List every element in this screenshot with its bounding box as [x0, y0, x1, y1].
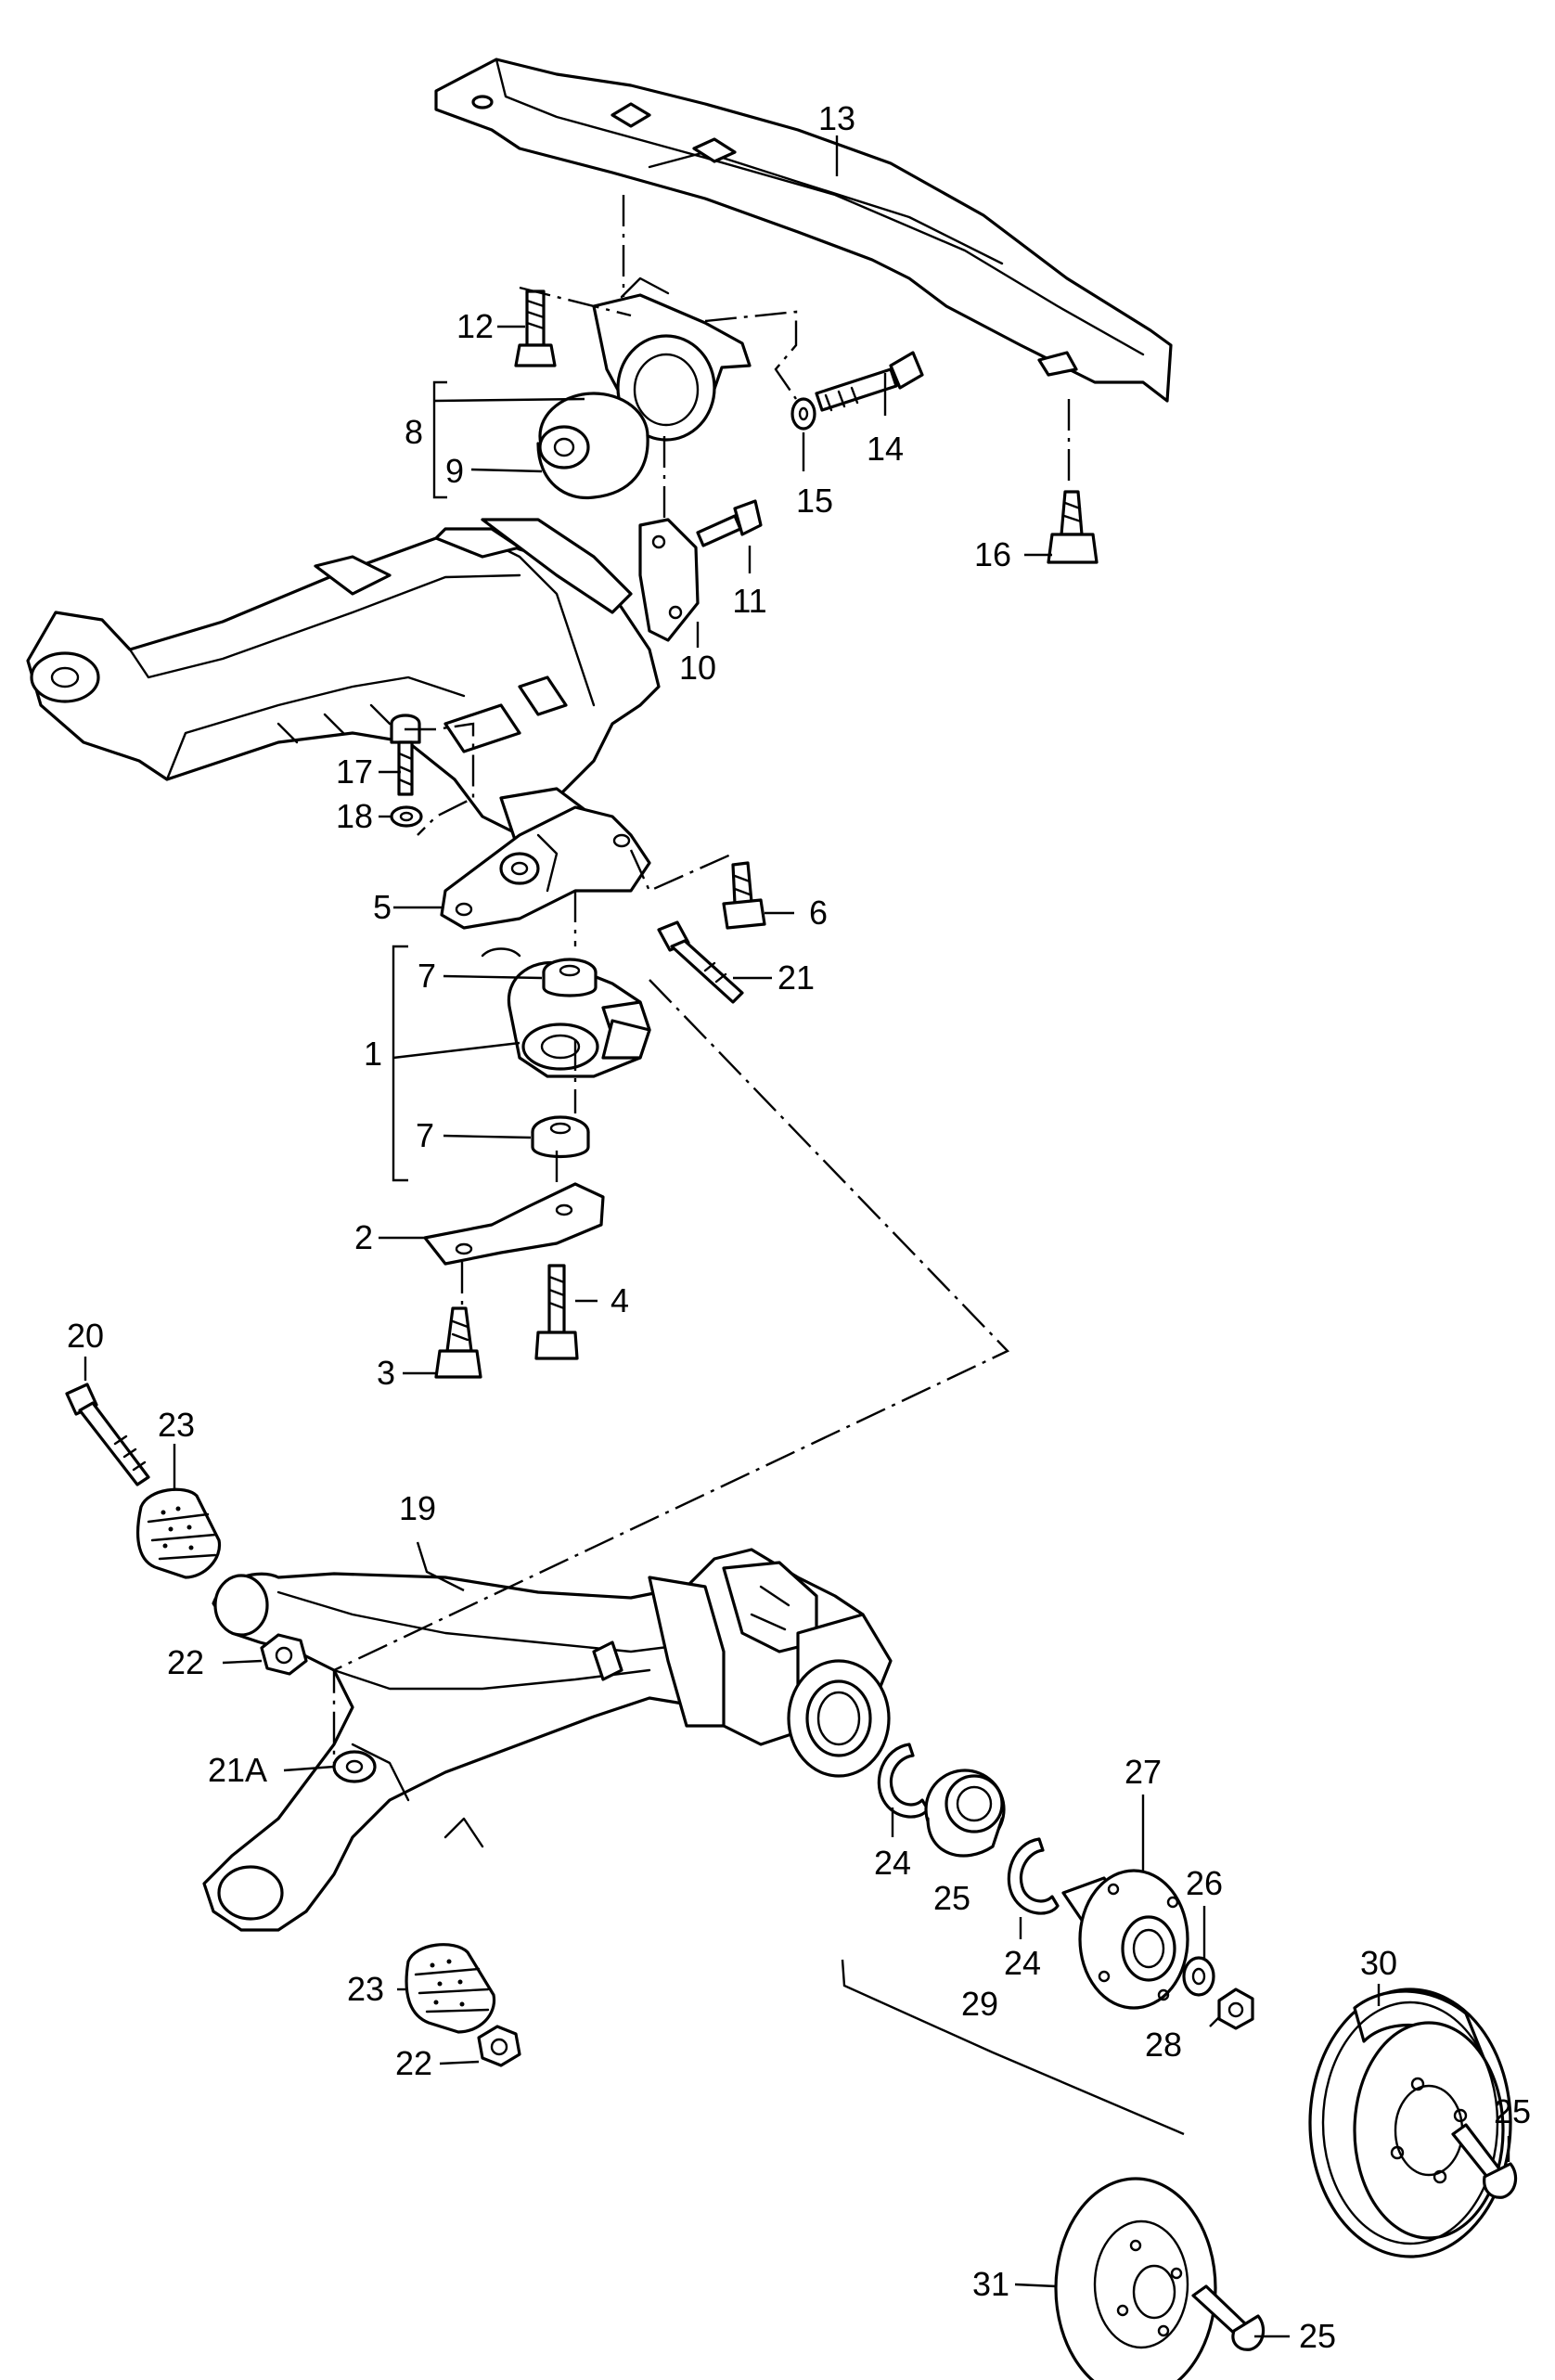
bolt-12 — [514, 289, 557, 367]
axle-beam-19 — [202, 1548, 893, 1932]
rubber-bushing-9 — [536, 392, 649, 500]
callout-26: 26 — [1185, 1864, 1224, 1902]
circlip-24-left — [877, 1743, 930, 1819]
callout-25-bearing: 25 — [932, 1879, 971, 1917]
bolt-17 — [390, 714, 421, 796]
callout-12: 12 — [456, 307, 495, 345]
callout-11: 11 — [732, 582, 767, 620]
callout-9: 9 — [444, 452, 465, 490]
nut-28 — [1217, 1988, 1254, 2030]
callout-24-left: 24 — [873, 1844, 912, 1882]
rubber-mount-7-upper — [542, 958, 598, 997]
callout-8: 8 — [404, 413, 424, 451]
callout-14: 14 — [866, 430, 905, 468]
rubber-bush-23-lower — [405, 1943, 496, 2034]
cross-member-13 — [434, 58, 1173, 403]
wheel-hub-27 — [1061, 1869, 1189, 2010]
callout-20: 20 — [66, 1317, 105, 1355]
callout-21: 21 — [777, 958, 816, 997]
bolt-11 — [696, 499, 763, 547]
callout-23-upper: 23 — [157, 1406, 196, 1444]
callout-17: 17 — [335, 753, 374, 791]
screw-25-disc — [1191, 2284, 1266, 2351]
callout-25-drum: 25 — [1493, 2092, 1532, 2130]
washer-26 — [1182, 1956, 1215, 1997]
callout-13: 13 — [817, 99, 856, 137]
callout-31: 31 — [971, 2265, 1010, 2303]
callout-28: 28 — [1144, 2026, 1183, 2064]
brake-drum-30 — [1308, 1988, 1512, 2258]
callout-7-lower: 7 — [415, 1116, 435, 1154]
nut-22-upper — [260, 1633, 308, 1676]
callout-18: 18 — [335, 797, 374, 835]
callout-22-upper: 22 — [166, 1643, 205, 1681]
subframe — [26, 518, 661, 893]
brake-disc-31 — [1054, 2177, 1217, 2380]
assembly-lines — [332, 195, 1071, 1763]
callout-1: 1 — [363, 1035, 383, 1073]
rubber-mount-7-lower — [531, 1115, 590, 1159]
callout-27: 27 — [1124, 1753, 1163, 1791]
screw-6 — [722, 861, 766, 930]
circlip-24-right — [1007, 1837, 1060, 1915]
callout-4: 4 — [610, 1281, 630, 1319]
callout-19: 19 — [398, 1489, 437, 1527]
screw-16 — [1047, 490, 1099, 564]
leader-lines — [84, 135, 1510, 2338]
callout-7-upper: 7 — [417, 957, 437, 995]
callout-16: 16 — [973, 535, 1012, 573]
bolt-21 — [657, 920, 744, 1004]
nut-22-lower — [477, 2025, 521, 2067]
washer-21a — [332, 1750, 377, 1783]
callout-6: 6 — [808, 894, 829, 932]
callout-21a: 21A — [207, 1751, 268, 1789]
bracket-10 — [638, 518, 700, 642]
callout-29: 29 — [960, 1985, 999, 2023]
mount-plate-5 — [440, 805, 651, 930]
callout-24-right: 24 — [1003, 1944, 1042, 1982]
bolt-20 — [65, 1383, 150, 1486]
callout-25-disc: 25 — [1298, 2317, 1337, 2355]
callout-15: 15 — [795, 482, 834, 520]
bolt-4 — [534, 1264, 579, 1360]
washer-15 — [790, 397, 816, 431]
callout-10: 10 — [678, 649, 717, 687]
rubber-bush-23-upper — [135, 1487, 222, 1579]
callout-23-lower: 23 — [346, 1970, 385, 2008]
callout-5: 5 — [372, 888, 392, 926]
callout-22-lower: 22 — [394, 2044, 433, 2082]
screw-25-drum — [1451, 2123, 1518, 2199]
wheel-bearing-25 — [924, 1769, 1006, 1858]
callout-2: 2 — [353, 1218, 374, 1256]
callout-3: 3 — [376, 1354, 396, 1392]
bracket-2 — [423, 1182, 605, 1266]
screw-3 — [434, 1306, 482, 1379]
bolt-14 — [815, 351, 924, 412]
washer-18 — [390, 805, 423, 828]
callout-30: 30 — [1359, 1944, 1398, 1982]
